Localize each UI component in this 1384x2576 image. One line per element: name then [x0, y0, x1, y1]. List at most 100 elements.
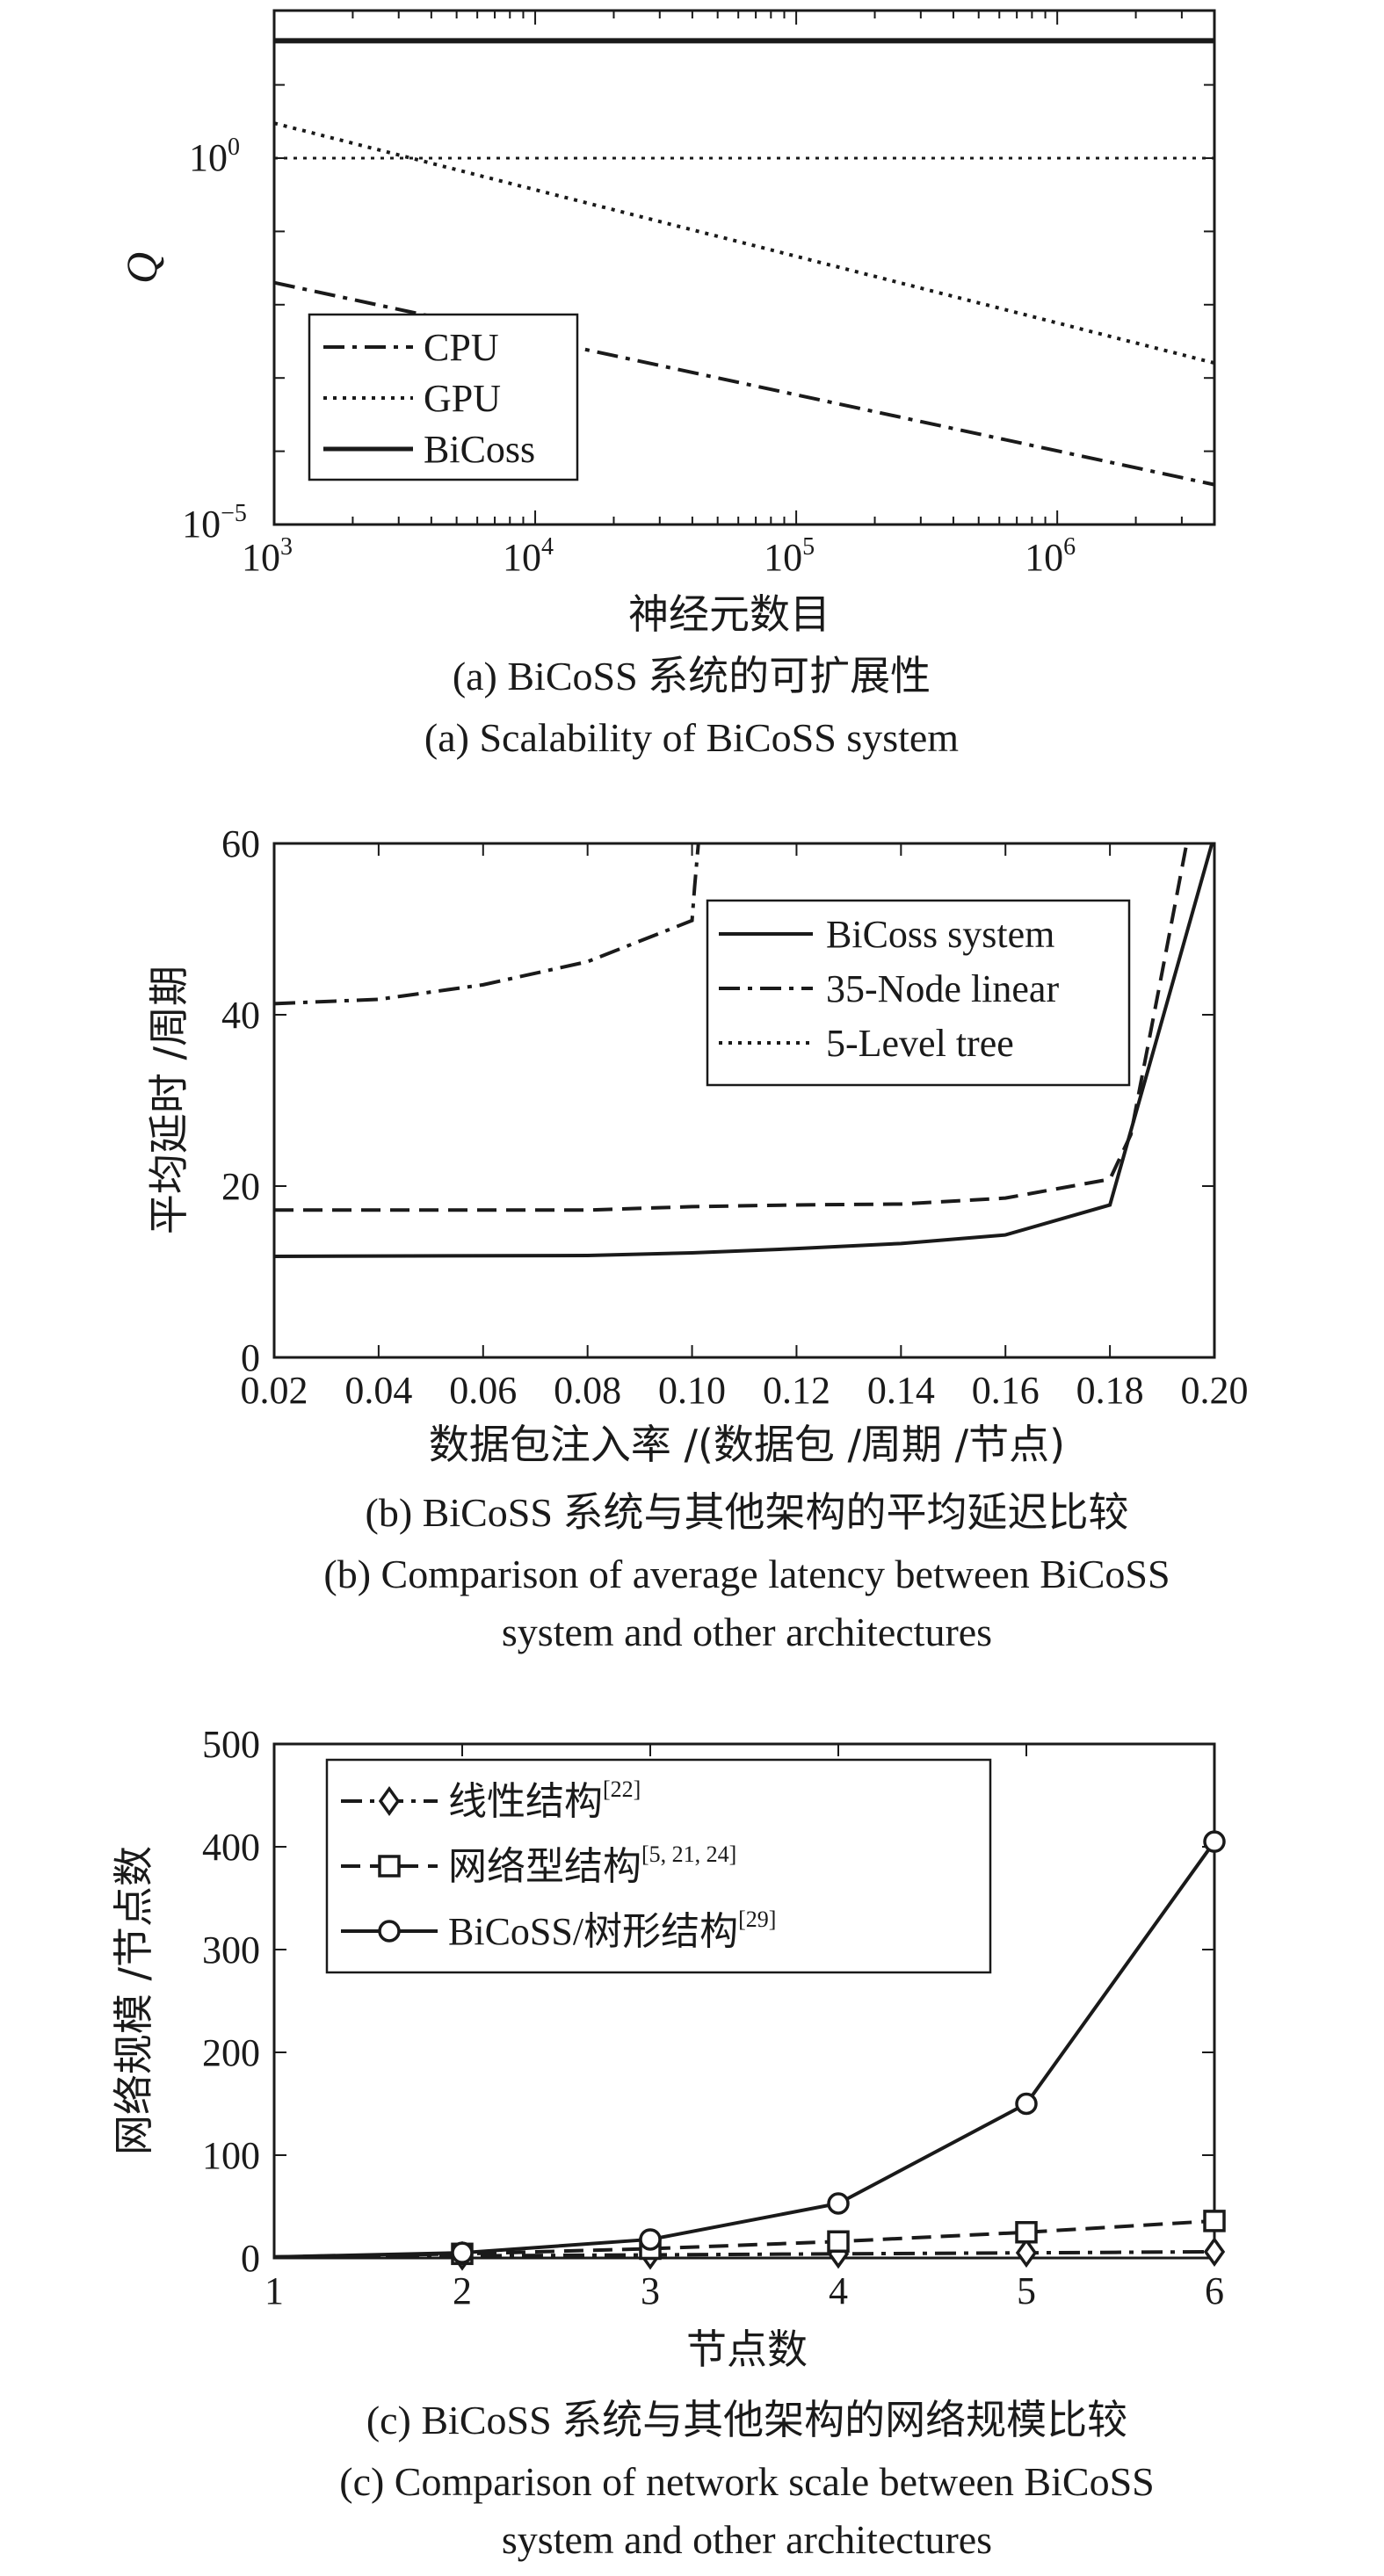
panel-c-plot-frame: [272, 1742, 1216, 2260]
panel-a-legend-label: BiCoss: [424, 428, 535, 471]
panel-c-data-point: [827, 2192, 850, 2215]
panel-b-x-tick-label: 0.18: [1076, 1369, 1144, 1412]
panel-a-y-tick-exp: −5: [221, 500, 247, 527]
panel-a-series-line: [273, 280, 1215, 487]
panel-c-data-point: [1203, 1830, 1226, 1853]
panel-b-x-tick-label: 0.06: [449, 1369, 517, 1412]
panel-b-x-tick-label: 0.14: [867, 1369, 935, 1412]
panel-a-y-label: Q: [117, 252, 166, 284]
panel-b-x-tick-label: 0.08: [554, 1369, 621, 1412]
panel-c-y-tick-label: 500: [202, 1723, 260, 1766]
panel-a-x-tick-label: 106: [1025, 533, 1076, 579]
panel-a-legend-box: [308, 313, 579, 481]
panel-a-caption-en: (a) Scalability of BiCoSS system: [424, 715, 959, 760]
panel-a-x-tick-base: 10: [242, 536, 280, 579]
panel-c-data-point: [639, 2228, 662, 2251]
panel-b-x-label: 数据包注入率 /(数据包 /周期 /节点): [429, 1421, 1065, 1468]
panel-b-caption-en-line2: system and other architectures: [502, 1610, 992, 1654]
panel-a-legend-label: CPU: [424, 326, 499, 369]
panel-c-y-tick-label: 400: [202, 1826, 260, 1869]
panel-b-caption-cn: (b) BiCoSS 系统与其他架构的平均延迟比较: [366, 1490, 1129, 1535]
panel-c-data-point: [451, 2241, 474, 2264]
panel-a-legend: CPU GPU BiCoss: [308, 313, 579, 481]
panel-b-y-tick-label: 0: [241, 1336, 260, 1379]
panel-a-x-tick-exp: 3: [280, 533, 293, 561]
panel-a-y-tick-label: 10−5: [182, 500, 247, 546]
panel-c-legend-name: 网络型结构: [448, 1845, 641, 1888]
panel-b-series-line: [274, 843, 1189, 1212]
panel-b-y-label: 平均延时 /周期: [145, 966, 192, 1234]
panel-b-x-tick-label: 0.10: [658, 1369, 726, 1412]
panel-c-legend-ref: [22]: [603, 1776, 641, 1802]
panel-a-legend-label: GPU: [424, 377, 501, 420]
panel-c-data-point: [1015, 2221, 1038, 2244]
panel-a-series-line: [273, 121, 1215, 365]
panel-b-x-tick-label: 0.16: [972, 1369, 1040, 1412]
panel-c-legend-name: 线性结构: [448, 1780, 603, 1823]
panel-a-plot-frame: [272, 9, 1216, 526]
panel-a-x-label: 神经元数目: [628, 590, 830, 638]
panel-b-legend-label: BiCoss system: [826, 913, 1054, 956]
panel-b-caption-en-line1: (b) Comparison of average latency betwee…: [323, 1552, 1170, 1596]
panel-b-x-tick-label: 0.02: [241, 1369, 308, 1412]
panel-c-data-point: [1203, 2210, 1226, 2232]
panel-c-data-point: [1015, 2092, 1038, 2116]
panel-a-x-tick-base: 10: [764, 536, 802, 579]
panel-c-caption-en-line1: (c) Comparison of network scale between …: [339, 2459, 1154, 2504]
panel-b-plot-frame: [272, 842, 1216, 1359]
panel-c-y-tick-label: 0: [241, 2237, 260, 2280]
panel-a-y-tick-base: 10: [189, 136, 228, 179]
panel-c-x-tick-label: 3: [641, 2269, 660, 2312]
panel-b-series-line: [274, 843, 1214, 1258]
panel-c-x-tick-label: 2: [453, 2269, 472, 2312]
panel-b-y-tick-label: 60: [221, 822, 260, 865]
panel-a-x-tick-base: 10: [1025, 536, 1063, 579]
panel-c-x-tick-label: 1: [264, 2269, 284, 2312]
panel-c-caption-cn: (c) BiCoSS 系统与其他架构的网络规模比较: [366, 2398, 1127, 2442]
panel-c-legend: 线性结构[22] 网络型结构[5, 21, 24] BiCoSS/树形结构[29]: [325, 1758, 992, 1974]
panel-a-caption-cn: (a) BiCoSS 系统的可扩展性: [453, 654, 931, 698]
panel-a-x-tick-label: 104: [503, 533, 554, 579]
panel-c-y-tick-label: 300: [202, 1928, 260, 1972]
panel-c-x-label: 节点数: [686, 2326, 808, 2373]
panel-b-x-tick-label: 0.20: [1181, 1369, 1249, 1412]
panel-a-x-tick-label: 103: [242, 533, 293, 579]
panel-b-latency: 0.02 0.04 0.06 0.08 0.10 0.12 0.14 0.16 0.18 0.20…: [145, 822, 1249, 1654]
panel-b-x-tick-label: 0.04: [344, 1369, 412, 1412]
panel-c-x-tick-label: 5: [1017, 2269, 1036, 2312]
panel-c-legend-name: BiCoSS/树形结构: [448, 1910, 738, 1953]
panel-b-y-tick-label: 40: [221, 994, 260, 1037]
panel-a-y-tick-label: 100: [189, 134, 240, 179]
panel-a-x-tick-exp: 4: [541, 533, 554, 561]
panel-b-legend: BiCoss system 35-Node linear 5-Level tree: [706, 899, 1131, 1087]
panel-c-series-line: [273, 1840, 1216, 2259]
panel-b-y-tick-label: 20: [221, 1165, 260, 1208]
panel-c-legend-label: BiCoSS/树形结构[29]: [448, 1907, 776, 1953]
panel-b-legend-label: 35-Node linear: [826, 967, 1059, 1010]
panel-b-legend-box: [706, 899, 1131, 1087]
panel-c-y-label: 网络规模 /节点数: [110, 1846, 157, 2155]
panel-a-x-tick-exp: 5: [802, 533, 815, 561]
panel-a-x-tick-base: 10: [503, 536, 541, 579]
panel-c-legend-label: 线性结构[22]: [448, 1776, 641, 1823]
panel-b-legend-label: 5-Level tree: [826, 1022, 1014, 1065]
panel-c-x-tick-label: 6: [1205, 2269, 1224, 2312]
panel-c-data-point: [1203, 2236, 1226, 2267]
panel-a-x-tick-exp: 6: [1063, 533, 1076, 561]
panel-c-legend-marker: [378, 1855, 401, 1878]
panel-b-x-tick-label: 0.12: [763, 1369, 830, 1412]
panel-a-y-tick-exp: 0: [228, 134, 240, 161]
panel-c-legend-label: 网络型结构[5, 21, 24]: [448, 1842, 736, 1888]
panel-b-series-line: [274, 843, 700, 1006]
panel-c-data-point: [827, 2230, 850, 2254]
panel-a-y-tick-base: 10: [182, 503, 221, 546]
panel-c-legend-ref: [5, 21, 24]: [641, 1842, 736, 1867]
panel-a-x-tick-label: 105: [764, 533, 815, 579]
panel-c-caption-en-line2: system and other architectures: [502, 2517, 992, 2562]
panel-c-legend-marker: [378, 1920, 401, 1943]
panel-c-x-tick-label: 4: [829, 2269, 848, 2312]
panel-c-y-tick-label: 200: [202, 2031, 260, 2074]
